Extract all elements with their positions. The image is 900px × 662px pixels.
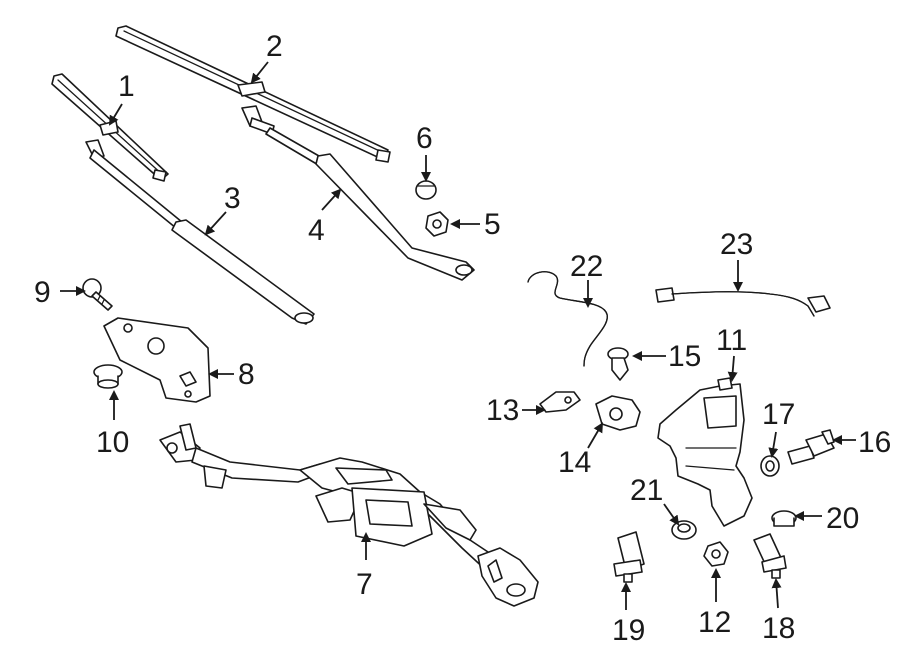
- washer-nozzle-right: [753, 533, 787, 579]
- washer-hose: [527, 271, 608, 367]
- callout-1: 1: [118, 70, 135, 103]
- pivot-cap: [415, 180, 437, 200]
- grommet: [93, 364, 123, 389]
- callout-23: 23: [720, 228, 753, 261]
- wiper-linkage-motor: [159, 423, 539, 607]
- callout-22: 22: [570, 250, 603, 283]
- washer-pump: [787, 429, 835, 465]
- callout-11: 11: [716, 324, 747, 357]
- callout-labels: 1 2 3 4 5 6 7 8 9 10 11 12 13 14 15 16 1…: [34, 30, 891, 647]
- wiper-arm-right: [241, 105, 475, 281]
- callout-19: 19: [612, 614, 645, 647]
- callout-5: 5: [484, 208, 501, 241]
- pump-grommet: [760, 455, 780, 477]
- callout-15: 15: [668, 340, 701, 373]
- callout-8: 8: [238, 358, 255, 391]
- callout-17: 17: [762, 398, 795, 431]
- level-sensor-grommet: [671, 520, 697, 540]
- washer-nozzle-left: [613, 531, 645, 583]
- wire-harness: [655, 287, 831, 317]
- callout-2: 2: [266, 30, 283, 63]
- callout-16: 16: [858, 426, 891, 459]
- callout-7: 7: [356, 568, 373, 601]
- callout-13: 13: [486, 394, 519, 427]
- callout-6: 6: [416, 122, 433, 155]
- callout-10: 10: [96, 426, 129, 459]
- push-clip: [607, 347, 629, 381]
- wiper-arm-left: [85, 139, 315, 325]
- pump-bracket: [595, 395, 641, 431]
- callout-12: 12: [698, 606, 731, 639]
- washer-reservoir: [657, 377, 753, 527]
- wiper-blade-right: [115, 25, 391, 163]
- callout-18: 18: [762, 612, 795, 645]
- pivot-nut: [425, 211, 449, 237]
- mounting-bolt: [82, 278, 113, 311]
- callout-21: 21: [630, 474, 663, 507]
- reservoir-nut: [703, 541, 729, 567]
- callout-20: 20: [826, 502, 859, 535]
- callout-3: 3: [224, 182, 241, 215]
- hose-bracket: [539, 391, 581, 413]
- wiper-blade-left: [51, 73, 169, 182]
- callout-leaders: [60, 61, 856, 610]
- callout-14: 14: [558, 446, 591, 479]
- reservoir-cap: [771, 510, 797, 527]
- callout-4: 4: [308, 214, 325, 247]
- callout-9: 9: [34, 276, 51, 309]
- motor-bracket: [103, 317, 211, 403]
